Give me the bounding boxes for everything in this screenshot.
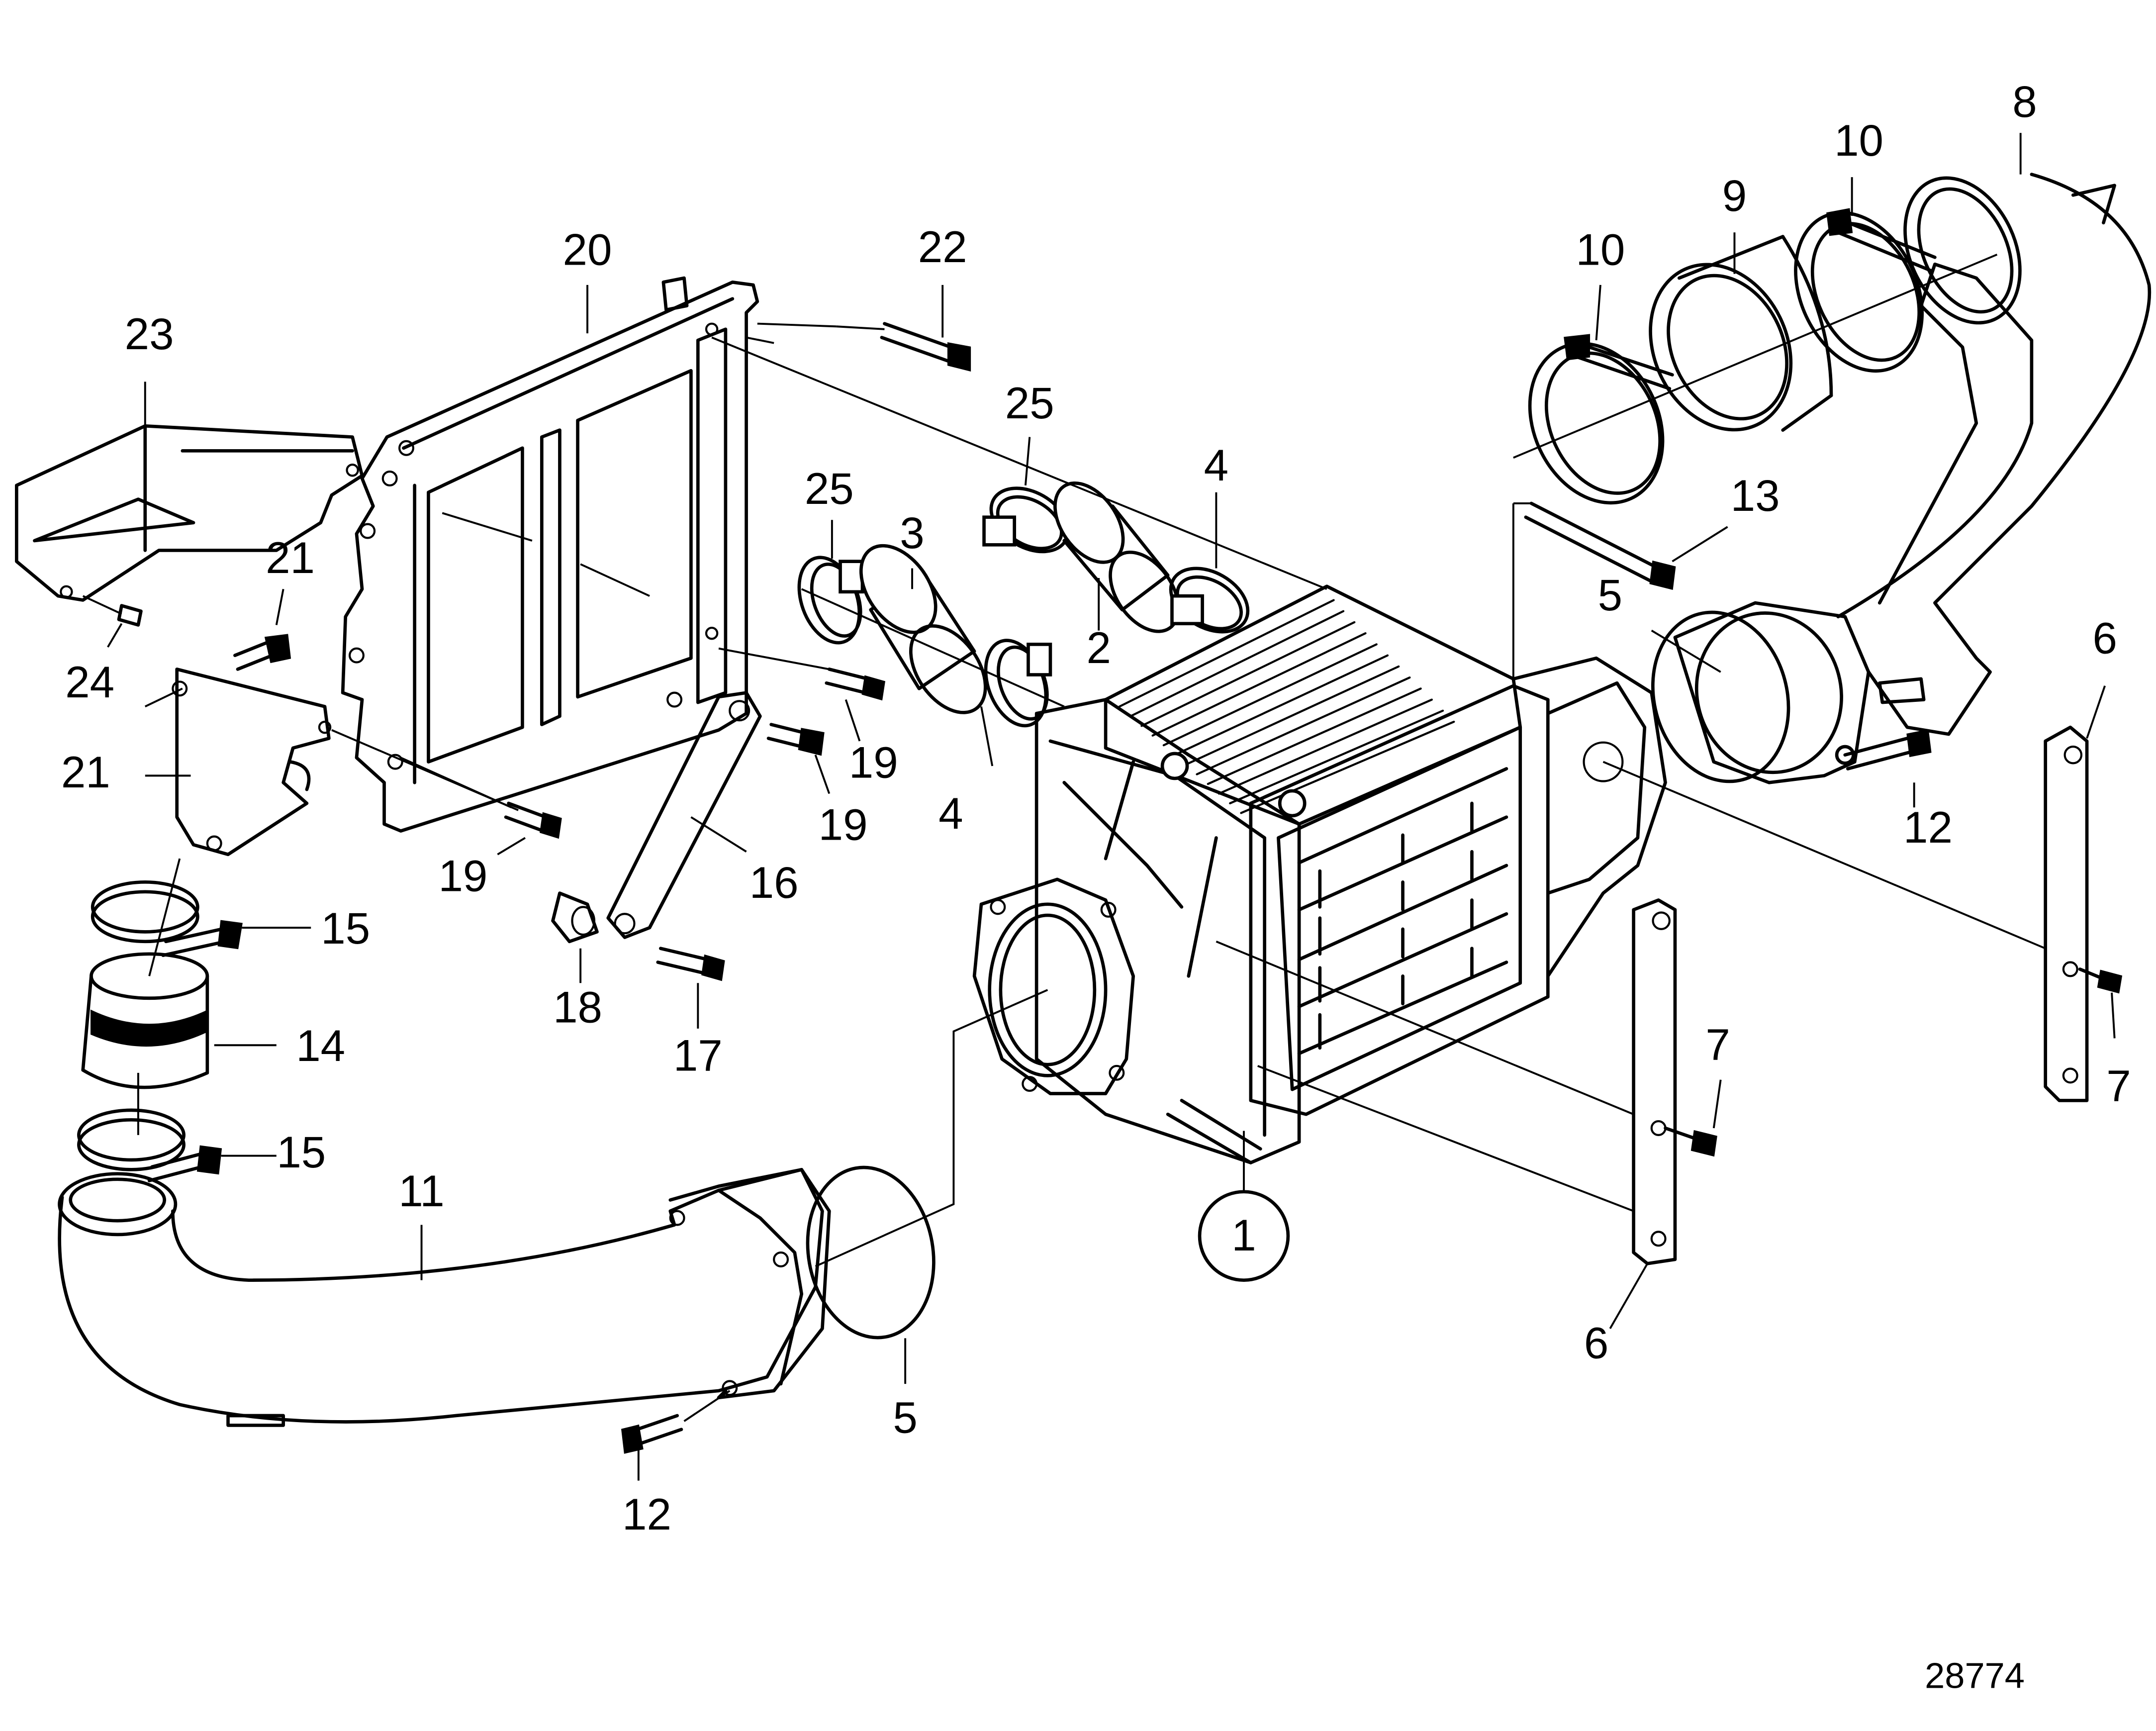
bolt <box>766 723 825 756</box>
bolt <box>1843 729 1932 770</box>
coolant-hose <box>859 544 987 714</box>
callout-1: 1 <box>1231 1211 1256 1260</box>
rubber-coupling <box>1649 235 1833 432</box>
hose-clamp <box>91 880 243 957</box>
callout-15: 15 <box>277 1128 326 1177</box>
bolt <box>2078 967 2123 994</box>
hose-clamp <box>1169 567 1250 634</box>
callout-10: 10 <box>1576 225 1625 274</box>
callout-14: 14 <box>296 1021 345 1070</box>
callout-15: 15 <box>321 904 370 953</box>
rubber-hose <box>81 952 209 1089</box>
callout-7: 7 <box>1705 1020 1730 1069</box>
callout-9: 9 <box>1722 171 1747 220</box>
support-stay <box>551 691 762 981</box>
callout-10: 10 <box>1834 116 1883 165</box>
intercooler-frame <box>341 276 759 833</box>
callout-25: 25 <box>1005 379 1054 428</box>
callout-19: 19 <box>438 851 487 900</box>
mounting-bracket <box>15 424 364 627</box>
callout-5: 5 <box>1598 571 1622 620</box>
callout-18: 18 <box>553 982 602 1032</box>
callout-19: 19 <box>849 738 898 787</box>
callout-20: 20 <box>563 225 612 274</box>
callout-21: 21 <box>266 533 315 582</box>
hose-clamp <box>984 639 1052 728</box>
callout-16: 16 <box>750 858 799 907</box>
callout-24: 24 <box>65 658 114 707</box>
bolt <box>233 588 291 671</box>
bolt <box>400 757 562 839</box>
mounting-strap <box>2044 725 2089 1102</box>
charge-air-cooler <box>972 584 1667 1164</box>
callout-8: 8 <box>2012 77 2037 126</box>
callout-12: 12 <box>622 1490 671 1539</box>
callout-6: 6 <box>2092 613 2117 663</box>
callout-25: 25 <box>805 464 854 513</box>
callout-6: 6 <box>1584 1319 1608 1368</box>
callout-23: 23 <box>125 309 174 359</box>
callout-13: 13 <box>1731 471 1780 520</box>
callout-4: 4 <box>938 789 963 838</box>
o-ring-seal <box>1651 610 1790 783</box>
callout-5: 5 <box>893 1393 917 1442</box>
bolt <box>1512 501 1676 679</box>
bolt <box>746 322 971 372</box>
callout-22: 22 <box>918 222 967 272</box>
callout-7: 7 <box>2106 1061 2131 1111</box>
callout-2: 2 <box>1086 623 1111 673</box>
bolt <box>1664 1126 1717 1157</box>
figure-reference-number: 28774 <box>1925 1656 2025 1696</box>
mounting-strap <box>1632 898 1677 1265</box>
bolt <box>718 647 886 701</box>
hose-clamp <box>1794 208 1937 373</box>
callout-17: 17 <box>673 1031 723 1080</box>
callout-12: 12 <box>1903 803 1953 852</box>
callout-11: 11 <box>398 1166 444 1216</box>
callout-3: 3 <box>900 508 924 558</box>
coolant-hose <box>1053 481 1180 633</box>
hose-clamp <box>797 556 864 645</box>
hose-clamp <box>77 1108 222 1182</box>
bolt <box>621 1390 731 1454</box>
bracket-plate <box>172 668 519 857</box>
o-ring-seal <box>806 1165 936 1340</box>
outlet-elbow <box>1673 173 2152 784</box>
callout-19: 19 <box>819 800 868 849</box>
callout-21: 21 <box>61 748 110 797</box>
callout-4: 4 <box>1204 441 1228 490</box>
hose-clamp <box>1528 334 1674 505</box>
callout-circle <box>1198 1190 1290 1282</box>
